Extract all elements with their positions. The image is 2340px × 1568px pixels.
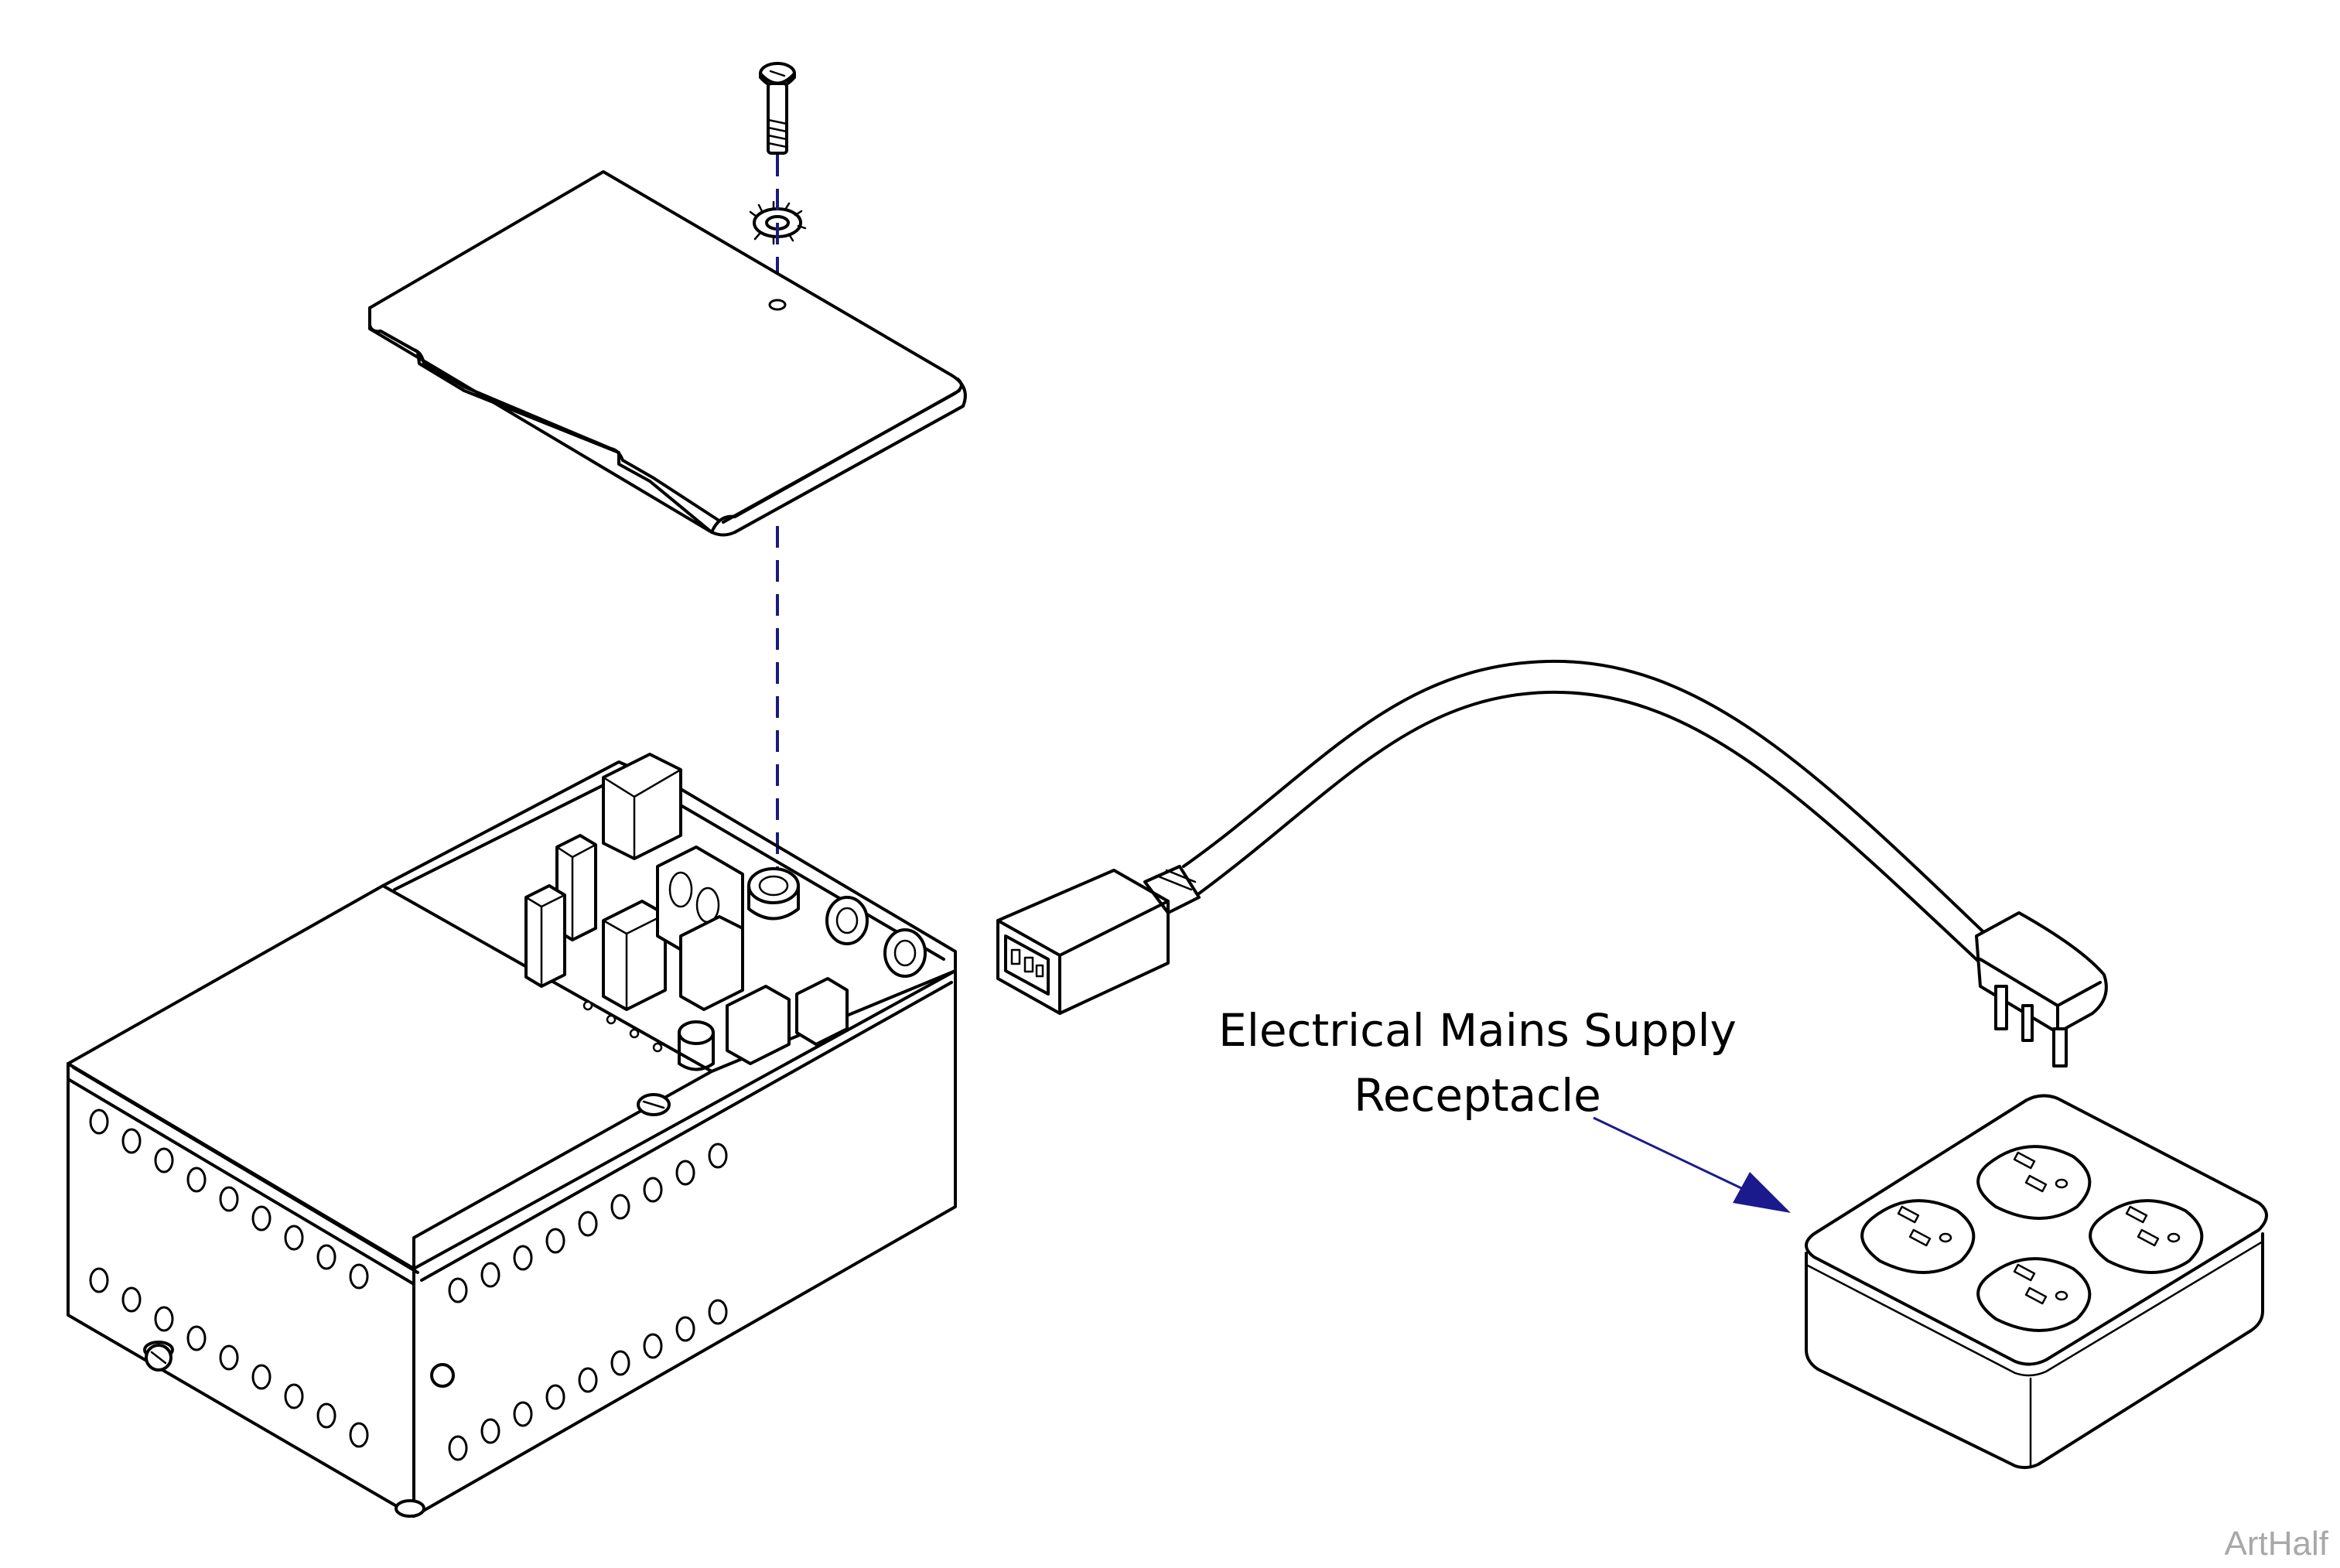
power-cord [996, 659, 2108, 1068]
screw [759, 62, 796, 155]
callout-arrowhead [1733, 1172, 1791, 1213]
outlet-top [1976, 1145, 2092, 1220]
top-cover-plate [368, 170, 967, 537]
watermark: ArtHalf [2225, 1525, 2329, 1563]
side-vent-holes [448, 1143, 728, 1461]
callout-label-line-2: Receptacle [1354, 1069, 1601, 1122]
callout-label-line-1: Electrical Mains Supply [1218, 1004, 1737, 1057]
outlet-bottom [1976, 1257, 2092, 1332]
outlet-right [2089, 1199, 2204, 1274]
power-receptacle [1805, 1094, 2268, 1470]
outlet-left [1860, 1199, 1976, 1274]
base-enclosure [67, 760, 957, 1518]
callout: Electrical Mains Supply Receptacle [1218, 1004, 1791, 1213]
front-vent-holes [89, 1109, 369, 1448]
internal-components [524, 753, 927, 1071]
callout-leader-line [1593, 1116, 1757, 1197]
